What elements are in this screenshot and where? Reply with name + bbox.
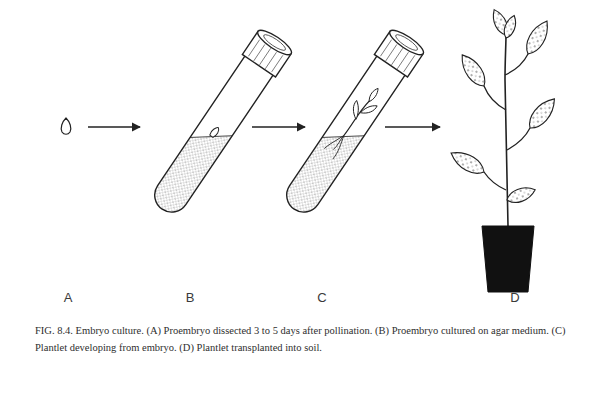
culture-tube	[278, 26, 427, 220]
panel-letter: A	[64, 290, 73, 305]
culture-tube	[146, 26, 295, 220]
panel-letter: D	[510, 290, 519, 305]
proembryo	[61, 118, 71, 134]
process-arrow	[88, 126, 140, 127]
panel-letter: B	[186, 290, 195, 305]
potted-plant	[447, 7, 560, 292]
panel-letter: C	[317, 290, 326, 305]
process-arrow	[252, 126, 305, 127]
figure-caption: FIG. 8.4. Embryo culture. (A) Proembryo …	[35, 322, 580, 356]
process-arrow	[385, 126, 440, 127]
